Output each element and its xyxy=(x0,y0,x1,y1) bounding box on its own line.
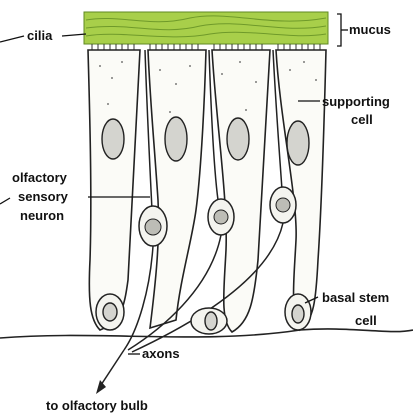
svg-text:cilia: cilia xyxy=(27,28,53,43)
mucus-layer xyxy=(84,12,328,44)
svg-text:supporting: supporting xyxy=(322,94,390,109)
basal-stem-cells xyxy=(96,294,311,334)
svg-text:mucus: mucus xyxy=(349,22,391,37)
nucleus-1 xyxy=(102,119,124,159)
label-cilia: cilia xyxy=(0,28,86,43)
supporting-cell-3 xyxy=(212,50,270,332)
axon-exit-arrow xyxy=(96,350,124,394)
svg-text:sensory: sensory xyxy=(18,189,69,204)
supporting-cell-1 xyxy=(88,50,140,330)
svg-text:olfactory: olfactory xyxy=(12,170,68,185)
label-axons: axons xyxy=(128,346,180,361)
svg-text:basal stem: basal stem xyxy=(322,290,389,305)
nucleus-3 xyxy=(227,118,249,160)
nucleus-4 xyxy=(287,121,309,165)
nucleus-2 xyxy=(165,117,187,161)
svg-text:axons: axons xyxy=(142,346,180,361)
label-mucus: mucus xyxy=(337,14,391,46)
label-to-olfactory-bulb: to olfactory bulb xyxy=(46,398,148,413)
svg-text:to olfactory bulb: to olfactory bulb xyxy=(46,398,148,413)
svg-text:cell: cell xyxy=(351,112,373,127)
label-basal-stem-cell: basal stem cell xyxy=(305,290,389,328)
svg-text:cell: cell xyxy=(355,313,377,328)
cilia-row xyxy=(92,44,320,50)
svg-text:neuron: neuron xyxy=(20,208,64,223)
